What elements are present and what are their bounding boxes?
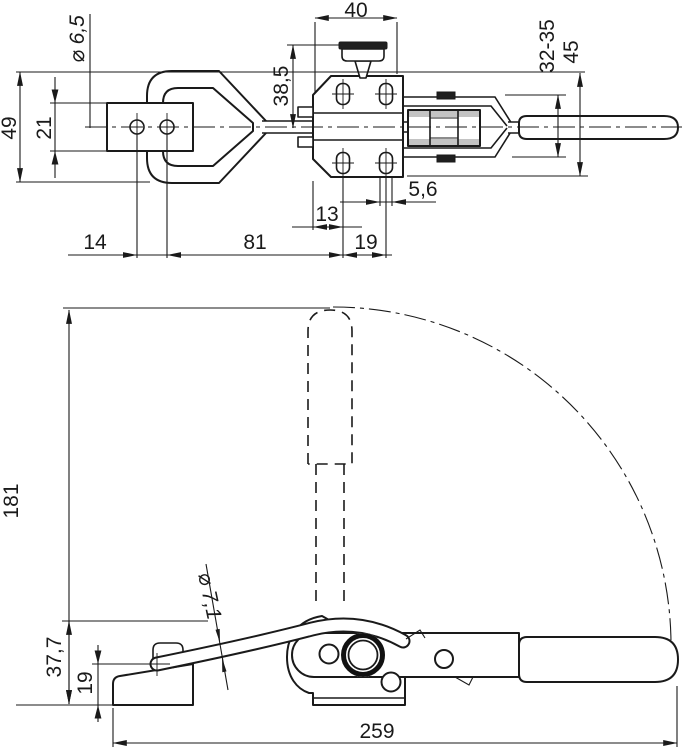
base-wedge xyxy=(112,663,194,706)
dim-19-side-label: 19 xyxy=(74,671,97,694)
bar-end-center-mark xyxy=(146,653,170,676)
dim-81-label: 81 xyxy=(243,231,266,254)
dim-7-1-label: ⌀ 7,1 xyxy=(193,570,225,621)
mounting-slots xyxy=(332,79,397,178)
adjusting-nuts xyxy=(407,109,481,147)
t-handle-top xyxy=(338,41,388,79)
dim-259: 259 xyxy=(112,686,678,747)
dim-6-5-label: ⌀ 6,5 xyxy=(66,15,89,63)
dim-21-label: 21 xyxy=(33,116,56,139)
dim-chain-bottom: 14 81 19 xyxy=(68,134,392,258)
wire-tab xyxy=(436,91,456,100)
dim-5-6: 5,6 xyxy=(340,177,438,206)
dim-13: 13 xyxy=(292,181,362,230)
base-tab xyxy=(297,106,314,118)
lever-tab-bottom xyxy=(454,676,474,686)
phantom-handle xyxy=(307,309,353,603)
dim-32-35: 32-35 xyxy=(505,19,566,158)
dim-40: 40 xyxy=(314,0,398,92)
dim-38-5-label: 38,5 xyxy=(270,66,293,107)
latch-bar xyxy=(146,617,411,676)
dim-40-label: 40 xyxy=(344,0,367,22)
handle-grip-bar xyxy=(338,41,388,50)
side-view: 181 37,7 19 ⌀ 7,1 259 xyxy=(0,306,679,747)
dim-181-label: 181 xyxy=(0,483,23,518)
base-tab xyxy=(297,136,314,148)
pivot-ring xyxy=(341,633,385,677)
handle-grip-side xyxy=(518,636,679,683)
dim-21: 21 xyxy=(33,77,107,178)
pivot-pin-left xyxy=(318,643,340,665)
dim-45-label: 45 xyxy=(560,40,583,63)
dim-49-label: 49 xyxy=(0,116,21,139)
dim-5-6-label: 5,6 xyxy=(408,178,437,201)
top-view: 40 ⌀ 6,5 38,5 49 21 32-35 xyxy=(0,0,682,258)
dim-49: 49 xyxy=(0,71,585,183)
dim-37-7-label: 37,7 xyxy=(43,637,66,678)
dim-hole-diameter: ⌀ 6,5 xyxy=(66,14,91,128)
dim-14-label: 14 xyxy=(83,231,107,254)
dim-13-label: 13 xyxy=(315,203,338,226)
bracket-hole xyxy=(380,671,402,693)
lever-tab-top xyxy=(405,629,426,640)
dim-rod-diameter: ⌀ 7,1 xyxy=(193,563,229,691)
dim-19-side: 19 xyxy=(74,645,146,722)
dim-19-top-label: 19 xyxy=(354,231,377,254)
dim-259-label: 259 xyxy=(359,720,394,743)
dim-32-35-label: 32-35 xyxy=(536,19,559,73)
handle-neck xyxy=(341,48,385,62)
dim-38-5: 38,5 xyxy=(270,44,339,129)
dim-37-7: 37,7 xyxy=(43,620,208,705)
lever-hole xyxy=(434,649,454,669)
wire-tab xyxy=(436,154,456,163)
dim-45: 45 xyxy=(407,40,588,177)
u-bolt-wire xyxy=(402,91,513,163)
handle-swing-arc xyxy=(332,306,672,645)
